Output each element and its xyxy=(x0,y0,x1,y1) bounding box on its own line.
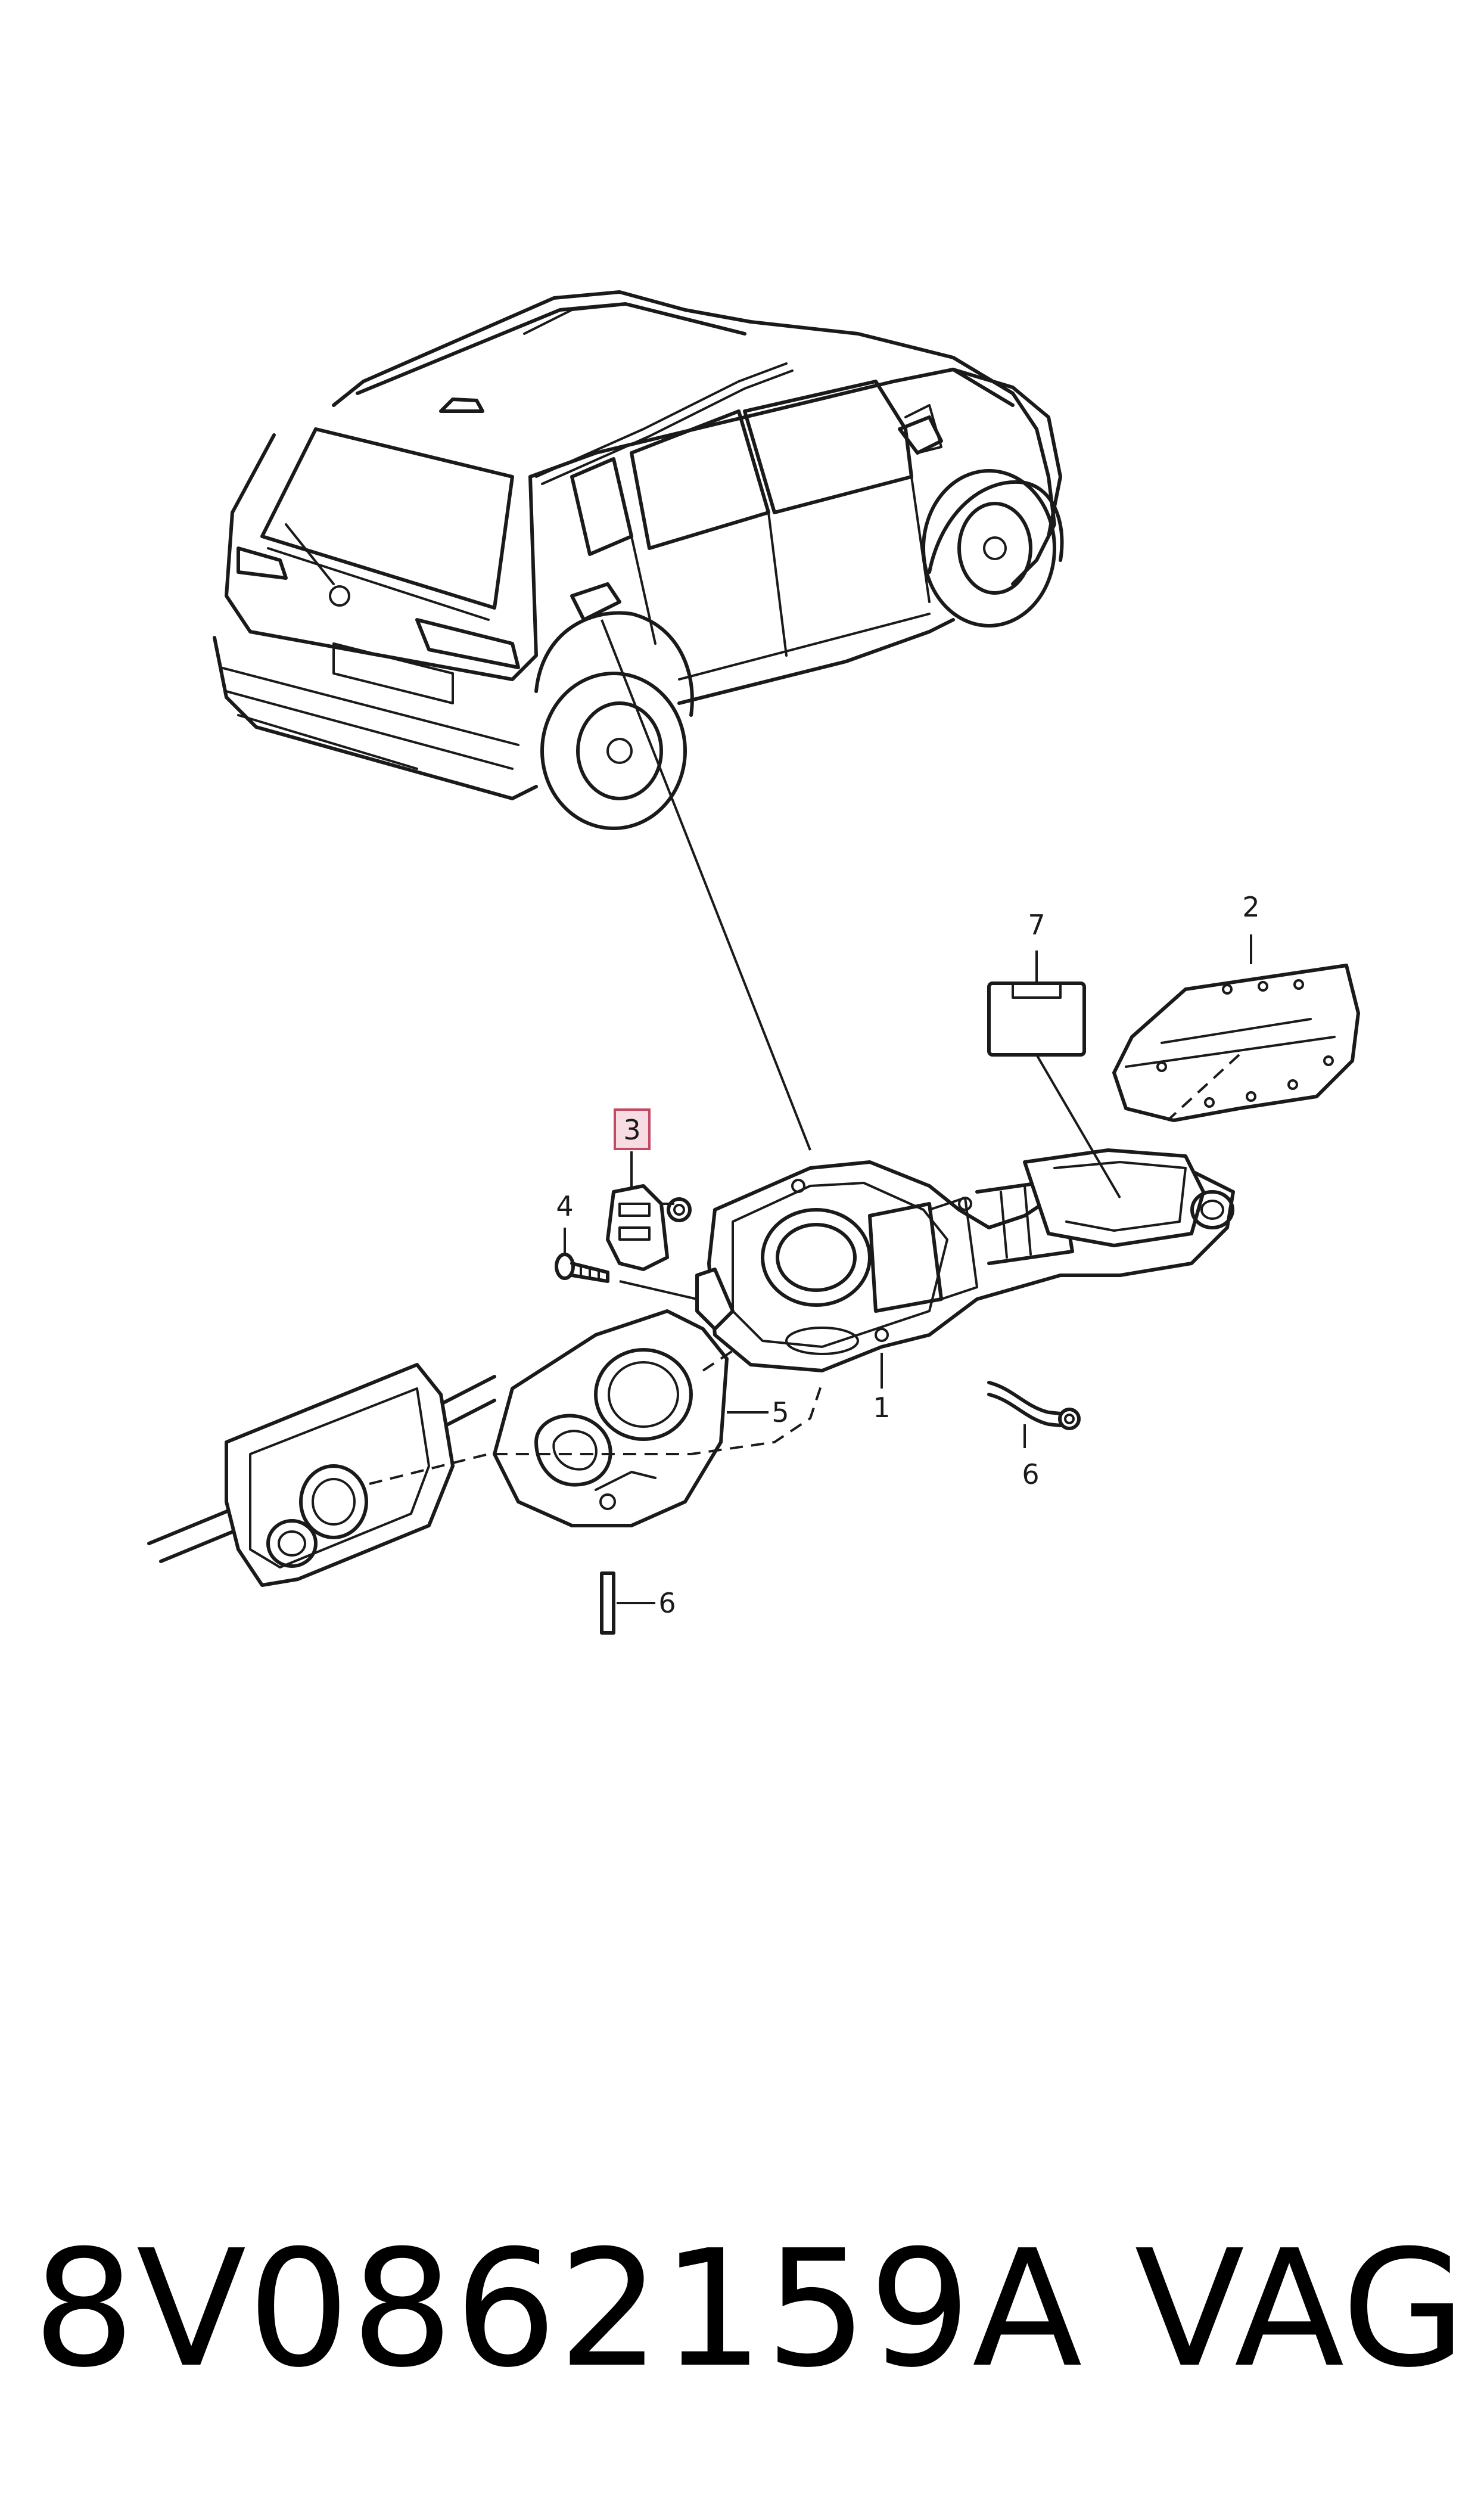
callout-1: 1 xyxy=(873,1391,890,1424)
body-panel xyxy=(147,1363,496,1587)
callout-3: 3 xyxy=(623,1114,640,1146)
leader-lines xyxy=(564,934,1252,1604)
brand-name: VAG xyxy=(1134,2215,1466,2403)
callout-4: 4 xyxy=(556,1190,573,1222)
vehicle-illustration xyxy=(213,290,1064,830)
callout-3-highlight xyxy=(614,1108,651,1150)
assembly-line-2 xyxy=(702,1346,740,1372)
callout-2: 2 xyxy=(1242,891,1259,923)
assembly-line-1 xyxy=(369,1382,823,1485)
info-label-part xyxy=(987,981,1086,1057)
assembly-line-3 xyxy=(1166,1054,1240,1122)
vent-hose-part xyxy=(987,1381,1081,1430)
cover-part xyxy=(1112,964,1360,1122)
actuator-part xyxy=(606,1184,692,1271)
parts-diagram: 2 7 3 4 5 1 6 6 xyxy=(147,290,1360,1635)
callout-6-bottom: 6 xyxy=(658,1587,676,1619)
callout-labels: 2 7 3 4 5 1 6 6 xyxy=(556,891,1259,1619)
callout-5: 5 xyxy=(771,1396,789,1428)
screw-part xyxy=(555,1253,609,1283)
part-number: 8V0862159A xyxy=(33,2215,1084,2403)
fuel-filler-housing xyxy=(695,1148,1235,1372)
leader-car-to-housing xyxy=(601,619,811,1151)
callout-6-right: 6 xyxy=(1022,1458,1039,1490)
drain-tube-part xyxy=(600,1571,615,1635)
gasket-part xyxy=(493,1309,729,1527)
callout-7: 7 xyxy=(1028,909,1045,941)
